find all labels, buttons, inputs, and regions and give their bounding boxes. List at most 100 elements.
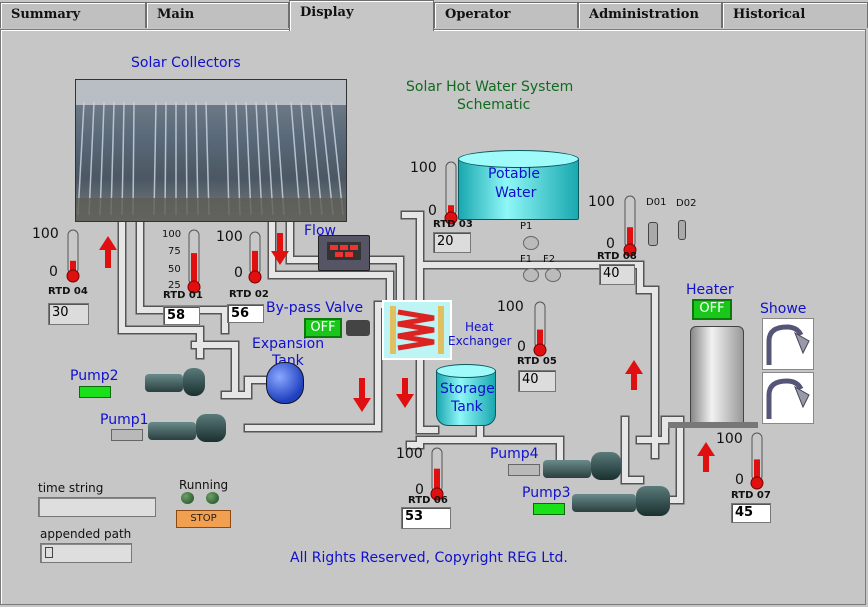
rtd03-scale-min: 0 (428, 203, 437, 219)
tab-display[interactable]: Display (289, 0, 434, 31)
running-label: Running (179, 478, 229, 492)
copyright-text: All Rights Reserved, Copyright REG Ltd. (290, 550, 568, 566)
solar-collectors-photo (75, 79, 347, 222)
rtd08-scale-max: 100 (588, 194, 615, 210)
thermometer-icon (66, 229, 80, 283)
rtd06-label: RTD 06 (408, 495, 448, 506)
storage-tank-label-1: Storage (440, 381, 495, 397)
expansion-tank-label-1: Expansion (252, 336, 325, 352)
rtd06-scale-min: 0 (415, 482, 424, 498)
rtd01-scale-max: 100 (162, 229, 182, 240)
tab-summary[interactable]: Summary (0, 2, 146, 28)
pump2-status-indicator (79, 386, 111, 398)
arrow-up-icon (99, 236, 117, 268)
rtd05-label: RTD 05 (517, 356, 557, 367)
d02-label: D02 (676, 198, 697, 209)
thermometer-icon (248, 231, 262, 284)
path-icon (45, 547, 53, 558)
pump2-label: Pump2 (70, 368, 119, 384)
schematic-title-line1: Solar Hot Water System (406, 79, 574, 95)
pump1-icon (148, 414, 228, 442)
pump3-status-indicator (533, 503, 565, 515)
rtd01-scale-75: 75 (168, 246, 181, 257)
pump4-icon (543, 452, 623, 480)
rtd04-scale-min: 0 (49, 264, 58, 280)
thermometer-icon (187, 229, 201, 294)
heat-exchanger-label-1: Heat (465, 320, 494, 334)
flow-meter-display (327, 242, 361, 260)
rtd02-scale-min: 0 (234, 265, 243, 281)
rtd08-scale-min: 0 (606, 236, 615, 252)
bypass-valve-toggle-button[interactable]: OFF (304, 318, 342, 338)
shower-icon (762, 318, 814, 370)
storage-tank (436, 364, 496, 426)
appended-path-field (40, 543, 132, 563)
thermometer-icon (750, 432, 764, 490)
stop-button[interactable]: STOP (176, 510, 231, 528)
pipe-fills (119, 212, 683, 503)
heat-exchanger (382, 300, 452, 360)
rtd05-scale-max: 100 (497, 299, 524, 315)
collector-tubes-graphic (76, 80, 346, 221)
heat-exchanger-label-2: Exchanger (448, 334, 512, 348)
pump1-status-indicator (111, 429, 143, 441)
d01-label: D01 (646, 197, 667, 208)
shower-icon (762, 372, 814, 424)
pump2-icon (145, 368, 205, 396)
rtd05-value: 40 (518, 370, 556, 392)
heater-toggle-button[interactable]: OFF (692, 299, 732, 320)
pump1-label: Pump1 (100, 412, 149, 428)
arrow-up-icon (625, 360, 643, 390)
rtd02-label: RTD 02 (229, 289, 269, 300)
bypass-valve-icon (346, 320, 370, 336)
heat-exchanger-coil-icon (390, 306, 444, 354)
rtd01-value: 58 (163, 306, 200, 325)
expansion-tank (266, 362, 304, 404)
rtd07-scale-max: 100 (716, 431, 743, 447)
flow-meter (318, 235, 370, 271)
pump4-status-indicator (508, 464, 540, 476)
arrow-down-icon (353, 378, 371, 412)
tab-operator[interactable]: Operator (434, 2, 578, 28)
d02-toggle-switch[interactable] (678, 220, 686, 240)
rtd07-value: 45 (731, 503, 771, 523)
p1-led (523, 236, 539, 250)
f1-led (523, 268, 539, 282)
tab-administration[interactable]: Administration (578, 2, 722, 28)
rtd01-scale-25: 25 (168, 280, 181, 291)
pump3-label: Pump3 (522, 485, 571, 501)
arrow-down-icon (271, 233, 289, 265)
pump4-label: Pump4 (490, 446, 539, 462)
thermometer-icon (623, 195, 637, 257)
d01-toggle-switch[interactable] (648, 222, 658, 246)
tab-main[interactable]: Main (146, 2, 289, 28)
thermometer-icon (430, 447, 444, 501)
rtd02-value: 56 (227, 304, 264, 323)
rtd06-value: 53 (401, 507, 451, 529)
water-heater (668, 326, 758, 430)
f2-led (545, 268, 561, 282)
pump3-icon (572, 486, 672, 516)
shower-label: Showe (760, 301, 807, 317)
rtd01-label: RTD 01 (163, 290, 203, 301)
rtd04-scale-max: 100 (32, 226, 59, 242)
potable-water-label-1: Potable (488, 166, 540, 182)
rtd04-value: 30 (48, 303, 89, 325)
rtd08-label: RTD 08 (597, 251, 637, 262)
rtd04-label: RTD 04 (48, 286, 88, 297)
f1-label: F1 (520, 254, 533, 265)
rtd03-scale-max: 100 (410, 160, 437, 176)
time-string-field (38, 497, 156, 517)
rtd06-scale-max: 100 (396, 446, 423, 462)
potable-water-label-2: Water (495, 185, 537, 201)
tab-historical[interactable]: Historical (722, 2, 868, 28)
rtd05-scale-min: 0 (517, 339, 526, 355)
appended-path-label: appended path (40, 527, 132, 541)
rtd01-scale-50: 50 (168, 264, 181, 275)
rtd07-label: RTD 07 (731, 490, 771, 501)
time-string-label: time string (38, 481, 104, 495)
running-led (206, 492, 219, 504)
bypass-valve-label: By-pass Valve (266, 300, 364, 316)
